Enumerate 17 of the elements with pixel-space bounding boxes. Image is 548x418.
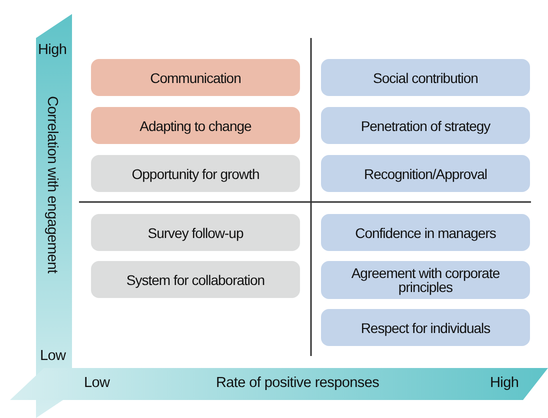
item-box: Adapting to change: [91, 107, 300, 144]
axis-label: Low: [84, 375, 110, 391]
item-box: Confidence in managers: [321, 214, 530, 251]
item-box: Respect for individuals: [321, 309, 530, 346]
axis-label: High: [490, 375, 519, 391]
item-box: Recognition/Approval: [321, 155, 530, 192]
item-box: System for collaboration: [91, 261, 300, 298]
axis-title: Rate of positive responses: [216, 375, 380, 391]
item-box: Communication: [91, 59, 300, 96]
item-box: Survey follow-up: [91, 214, 300, 251]
item-box: Social contribution: [321, 59, 530, 96]
item-box: Opportunity for growth: [91, 155, 300, 192]
axis-label: High: [38, 42, 67, 58]
item-box: Agreement with corporate principles: [321, 261, 530, 299]
axis-title: Correlation with engagement: [44, 96, 60, 274]
item-box: Penetration of strategy: [321, 107, 530, 144]
axis-label: Low: [40, 348, 66, 364]
